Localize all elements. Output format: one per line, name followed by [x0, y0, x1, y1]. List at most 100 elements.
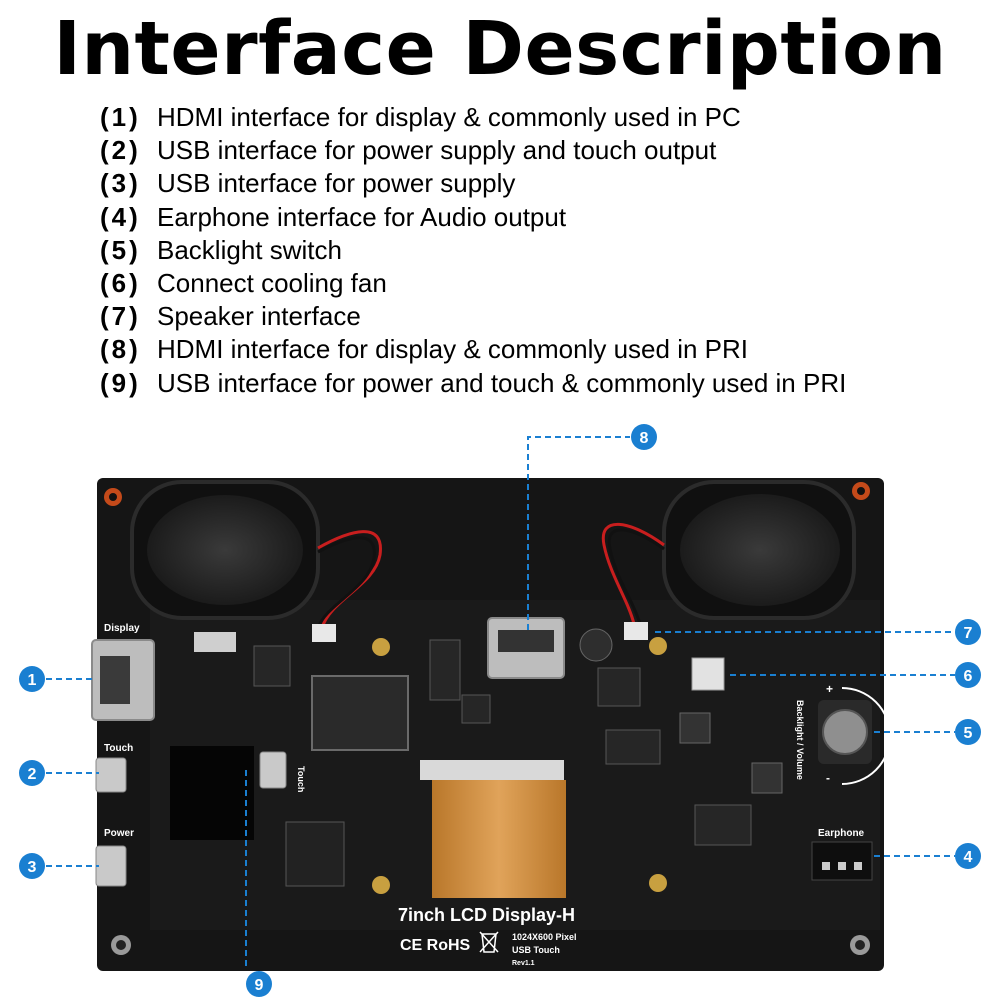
- silk-power-label: Power: [104, 828, 134, 839]
- chip-small: [253, 645, 291, 687]
- speaker-connector-left: [312, 624, 336, 642]
- item-number: (9): [100, 367, 141, 398]
- capacitor-icon: [579, 628, 613, 662]
- standoff-icon: [372, 876, 390, 894]
- item-text: Earphone interface for Audio output: [157, 201, 567, 232]
- earphone-pin: [838, 862, 846, 870]
- callout-7-number: 7: [964, 625, 973, 642]
- list-item: (9) USB interface for power and touch & c…: [100, 367, 846, 400]
- earphone-pin: [822, 862, 830, 870]
- silk-resolution-label: 1024X600 Pixel: [512, 932, 577, 942]
- item-text: HDMI interface for display & commonly us…: [157, 102, 741, 132]
- main-chip: [311, 675, 409, 751]
- speaker-cone-icon: [147, 495, 303, 605]
- chip-small: [597, 667, 641, 707]
- callout-9-number: 9: [255, 977, 264, 994]
- item-text: HDMI interface for display & commonly us…: [157, 334, 748, 365]
- earphone-jack[interactable]: [811, 841, 873, 881]
- list-item: (1) HDMI interface for display & commonly…: [100, 101, 846, 134]
- item-number: (6): [100, 267, 141, 298]
- silk-rev-label: Rev1.1: [512, 960, 535, 967]
- silk-model-label: 7inch LCD Display-H: [398, 905, 575, 925]
- callout-4-marker: [955, 843, 981, 869]
- leader-8: [527, 436, 630, 630]
- speaker-connector-right: [624, 622, 648, 640]
- callout-2-marker: [19, 760, 45, 786]
- display-window: [170, 746, 254, 840]
- interface-list: (1) HDMI interface for display & commonly…: [100, 101, 846, 400]
- item-number: (5): [100, 234, 141, 265]
- callout-7-marker: [955, 619, 981, 645]
- callout-6-marker: [955, 662, 981, 688]
- item-number: (2): [100, 135, 141, 166]
- chip-small: [694, 804, 752, 846]
- list-item: (3) USB interface for power supply: [100, 167, 846, 200]
- standoff-icon: [372, 638, 390, 656]
- hdmi-port-opening: [498, 630, 554, 652]
- fpc-connector: [420, 760, 564, 780]
- callout-8-number: 8: [640, 430, 649, 447]
- standoff-icon: [649, 637, 667, 655]
- item-number: (3): [100, 168, 141, 199]
- item-number: (1): [100, 102, 141, 132]
- callout-1-number: 1: [28, 672, 37, 689]
- list-item: (2) USB interface for power supply and to…: [100, 134, 846, 167]
- chip-small: [605, 729, 661, 765]
- earphone-pin: [854, 862, 862, 870]
- item-text: USB interface for power supply: [157, 168, 516, 199]
- silk-touch-right-label: Touch: [296, 766, 306, 792]
- hdmi-port-opening: [100, 656, 130, 704]
- item-text: USB interface for power supply and touch…: [157, 135, 717, 166]
- list-item: (5) Backlight switch: [100, 234, 846, 267]
- mount-hole-icon: [116, 940, 126, 950]
- callout-markers: [19, 424, 981, 997]
- mount-hole-icon: [855, 940, 865, 950]
- weee-bin-icon: [479, 931, 499, 953]
- callout-1-marker: [19, 666, 45, 692]
- callout-9-marker: [246, 971, 272, 997]
- usb-port-touch[interactable]: [95, 757, 127, 793]
- silk-earphone-label: Earphone: [818, 828, 865, 839]
- speaker-wire: [601, 522, 665, 625]
- knob-arc-icon: [841, 687, 891, 785]
- fpc-ribbon: [432, 780, 566, 898]
- speaker-cone-icon: [680, 494, 840, 606]
- callout-5-marker: [955, 719, 981, 745]
- list-item: (8) HDMI interface for display & commonly…: [100, 333, 846, 366]
- chip-small: [461, 694, 491, 724]
- item-number: (4): [100, 201, 141, 232]
- small-switch: [194, 632, 236, 652]
- mount-hole-icon: [857, 487, 865, 495]
- backlight-knob[interactable]: [822, 709, 868, 755]
- silk-display-label: Display: [104, 623, 140, 634]
- usb-port-power[interactable]: [95, 845, 127, 887]
- inductor: [679, 712, 711, 744]
- silk-cert-label: CE RoHS: [400, 937, 471, 954]
- chip-small: [429, 639, 461, 701]
- callout-8-marker: [631, 424, 657, 450]
- standoff-icon: [649, 874, 667, 892]
- callout-4-number: 4: [964, 849, 973, 866]
- item-text: Connect cooling fan: [157, 267, 387, 298]
- inductor: [751, 762, 783, 794]
- callout-leaders: [46, 436, 955, 970]
- mount-hole-icon: [109, 493, 117, 501]
- speaker-wire: [316, 536, 376, 629]
- silk-usb-touch-label: USB Touch: [512, 945, 560, 955]
- chip-small: [285, 821, 345, 887]
- item-text: Backlight switch: [157, 234, 342, 265]
- list-item: (4) Earphone interface for Audio output: [100, 201, 846, 234]
- fan-connector[interactable]: [691, 657, 725, 691]
- item-text: USB interface for power and touch & comm…: [157, 367, 847, 398]
- silk-minus-label: -: [826, 771, 830, 785]
- silk-backlight-label: Backlight / Volume: [795, 700, 805, 780]
- item-number: (7): [100, 301, 141, 332]
- page-title: Interface Description: [53, 6, 947, 92]
- usb-port-pi[interactable]: [259, 751, 287, 789]
- silk-touch-label: Touch: [104, 743, 133, 754]
- callout-3-number: 3: [28, 859, 37, 876]
- speaker-wire: [607, 528, 665, 625]
- list-item: (6) Connect cooling fan: [100, 267, 846, 300]
- item-number: (8): [100, 334, 141, 365]
